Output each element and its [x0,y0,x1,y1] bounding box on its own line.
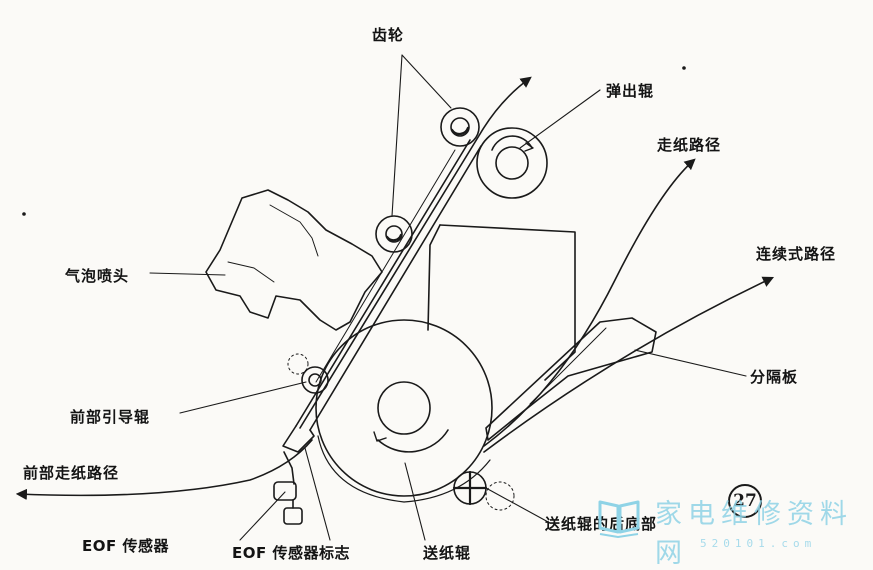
eof-sensor [273,451,303,525]
front-guide-roller [287,353,329,394]
ejection-roller [476,127,548,199]
watermark-url: 520101.com [700,537,817,550]
label-bubble-nozzle: 气泡喷头 [65,267,130,285]
figure-number: 27 [728,484,762,518]
label-gear: 齿轮 [372,26,405,44]
book-logo-icon [598,500,640,538]
label-feed-roller: 送纸辊 [423,544,472,562]
feed-roller-rear-bottom [452,470,515,511]
watermark-text: 家电维修资料网 [655,499,853,569]
label-separator-plate: 分隔板 [750,368,799,386]
gear-lower [375,215,413,253]
label-front-guide-roller: 前部引导辊 [70,408,151,426]
bubble-nozzle-head [205,189,383,331]
label-front-paper-path: 前部走纸路径 [23,464,120,482]
upper-frame [427,224,576,381]
stray-dots [22,66,686,216]
continuous-path-arrow [483,276,775,453]
paper-path-arrow [483,158,696,447]
separator-plate [485,317,657,441]
exit-paper-path-arrow [299,76,532,429]
label-eof-sensor: EOF 传感器 [82,537,169,555]
feed-roller [315,319,493,503]
gear-upper [440,107,480,147]
label-paper-path: 走纸路径 [657,136,722,154]
label-eof-sensor-flag: EOF 传感器标志 [232,544,350,562]
diagonal-paper-guide [282,139,482,453]
leader-lines [149,54,747,541]
front-paper-path-arrow [15,439,313,500]
label-continuous-path: 连续式路径 [756,245,837,263]
label-ejection-roller: 弹出辊 [606,82,655,100]
